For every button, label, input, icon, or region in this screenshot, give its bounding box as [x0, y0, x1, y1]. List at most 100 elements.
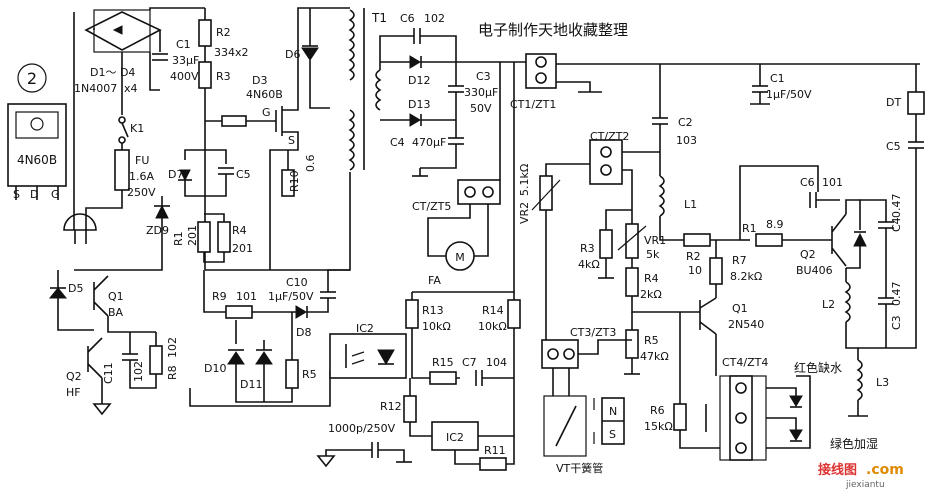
zd9-label: ZD9: [146, 224, 169, 237]
motor-m-label: M: [455, 251, 465, 264]
mosfet-tab: [15, 111, 59, 139]
ground-left: [316, 455, 336, 468]
ic2-regulator: [431, 421, 479, 451]
reed-switch-label: VT干簧管: [556, 461, 603, 475]
watermark-com: .com: [866, 462, 904, 478]
r13-label: R13: [422, 304, 444, 317]
switch-k1-contact-a: [118, 116, 126, 124]
gate-label: G: [262, 106, 271, 119]
r3-right-label: R3: [580, 242, 595, 255]
r4-right-label: R4: [644, 272, 659, 285]
vr2-value: 5.1kΩ: [518, 164, 531, 196]
r15-label: R15: [432, 356, 454, 369]
q1-left-label: Q1: [108, 290, 124, 303]
switch-k1-contact-b: [118, 136, 126, 144]
resistor-r5-left: [285, 359, 299, 389]
ic2-reg-label: IC2: [446, 431, 464, 444]
ground-q2: [92, 403, 112, 416]
diode-d11: [255, 351, 273, 365]
c7-value: 104: [486, 356, 507, 369]
inductor-l3: [856, 359, 863, 401]
diode-d5: [48, 287, 68, 299]
middle-section: 电子制作天地收藏整理 IC2 R13 10kΩ R14 10kΩ R15 C7 …: [316, 21, 920, 471]
gate-resistor: [221, 115, 247, 127]
l3-label: L3: [876, 376, 889, 389]
r13-value: 10kΩ: [422, 320, 451, 333]
hv-cap-label: 1000p/250V: [328, 422, 396, 435]
t1-secondary: [375, 69, 382, 111]
ic2-opto-label: IC2: [356, 322, 374, 335]
wire-drain: [282, 7, 350, 111]
r7-value: 8.2kΩ: [730, 270, 762, 283]
q1-right-part: 2N540: [728, 318, 764, 331]
resistor-r14: [507, 299, 521, 329]
r9-label: R9: [212, 290, 227, 303]
c4-value: 470μF: [412, 136, 446, 149]
figure-number: 2: [27, 69, 37, 88]
c4-label: C4: [390, 136, 405, 149]
ct-zt2-label: CT/ZT2: [590, 130, 629, 143]
ct4-zt4-label: CT4/ZT4: [722, 356, 768, 369]
d3-label: D3: [252, 74, 267, 87]
ct-zt5-label: CT/ZT5: [412, 200, 451, 213]
ct1-zt1-label: CT1/ZT1: [510, 98, 556, 111]
resistor-r8: [149, 345, 163, 375]
zener-d7: [179, 169, 191, 182]
pin-s-label: S: [13, 188, 20, 201]
fa-label: FA: [428, 274, 441, 287]
c1-right-label: C1: [770, 72, 785, 85]
r3-right-value: 4kΩ: [578, 258, 600, 271]
fuse-voltage: 250V: [127, 186, 156, 199]
diode-d13: [409, 113, 421, 127]
c1-left-label: C1: [176, 38, 191, 51]
c5-left-label: C5: [236, 168, 251, 181]
resistor-r1-right: [755, 233, 783, 247]
r1-right-label: R1: [742, 222, 757, 235]
right-section: C2 103 L1 CT/ZT2 VR2 5.1kΩ R3 4kΩ VR1 5k: [518, 64, 925, 475]
r2-right-label: R2: [686, 250, 701, 263]
diode-q2-damper: [853, 232, 867, 247]
d1d4-label: D1～ D4: [90, 66, 135, 79]
wire-dc-neg: [149, 52, 160, 91]
resistor-r5-right: [625, 329, 639, 359]
c6-label: C6: [400, 12, 415, 25]
potentiometer-vr2: [539, 175, 553, 211]
r7-label: R7: [732, 254, 747, 267]
c1-left-value: 33μF: [172, 54, 199, 67]
r1-left-value: 201: [186, 225, 199, 246]
figure-number-circle: [17, 63, 47, 93]
d6-label: D6: [285, 48, 300, 61]
diode-d10: [227, 351, 245, 365]
dt-label: DT: [886, 96, 901, 109]
r12-label: R12: [380, 400, 402, 413]
r5-right-label: R5: [644, 334, 659, 347]
r14-value: 10kΩ: [478, 320, 507, 333]
q1-left-part: BA: [108, 306, 124, 319]
t1-label: T1: [371, 11, 387, 25]
magnet-s: S: [609, 428, 616, 441]
fuse-label: FU: [135, 154, 149, 167]
watermark: 接线图 .com jiexiantu: [818, 462, 904, 489]
r14-label: R14: [482, 304, 504, 317]
source-label: S: [288, 134, 295, 147]
mosfet-package: [7, 103, 67, 187]
resistor-r15: [429, 371, 457, 385]
c11-value: 102: [132, 361, 145, 382]
red-led-label: 红色缺水: [794, 360, 842, 375]
switch-k1-lever: [121, 122, 129, 138]
inductor-l1: [658, 175, 665, 217]
mains-plug: [63, 213, 97, 231]
pin-g-label: G: [51, 188, 60, 201]
ct3-zt3-label: CT3/ZT3: [570, 326, 616, 339]
t1-primary-bottom: [348, 109, 355, 171]
r1-left-label: R1: [172, 231, 185, 246]
resistor-r2-right: [683, 233, 711, 247]
inductor-l2: [844, 281, 851, 323]
c10-label: C10: [286, 276, 308, 289]
watermark-url: jiexiantu: [845, 480, 885, 489]
q2-left-label: Q2: [66, 370, 82, 383]
c3-right-value: 0.47: [890, 282, 903, 307]
d12-label: D12: [408, 74, 430, 87]
c4-right-label: C4: [890, 217, 903, 232]
